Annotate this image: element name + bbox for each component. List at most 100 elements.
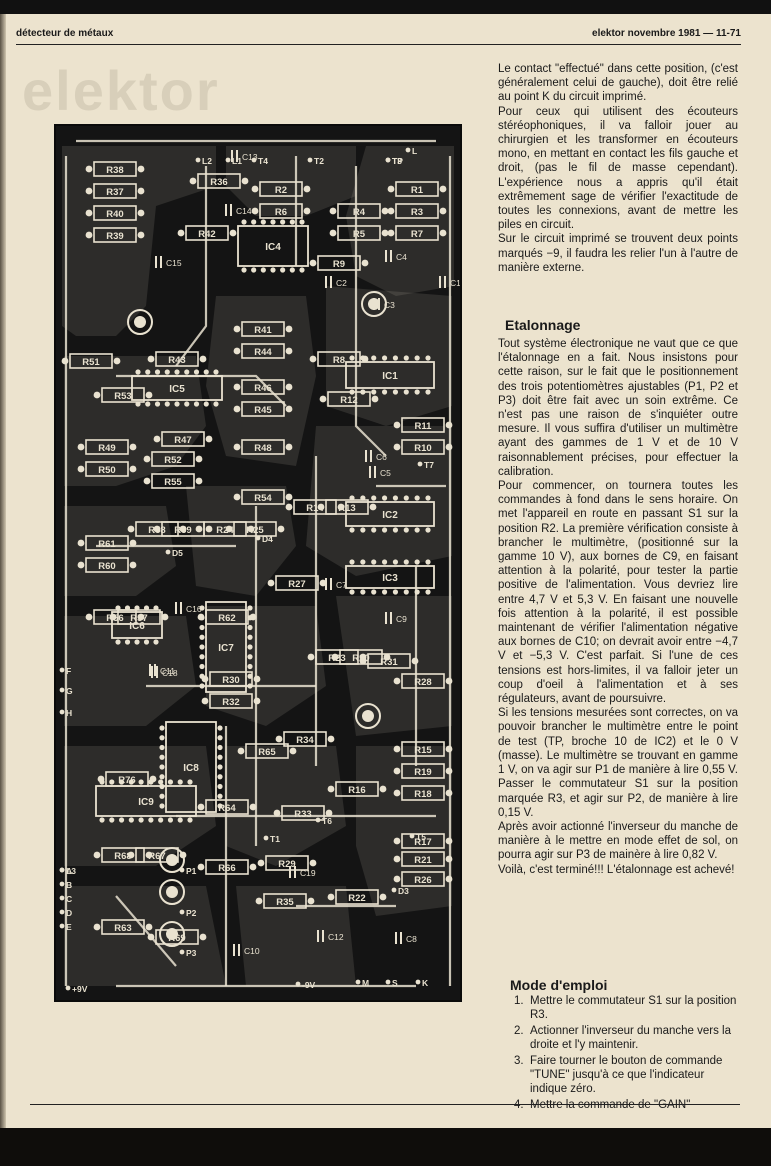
resistor-label: R11 — [415, 421, 433, 432]
solder-pad — [179, 867, 185, 873]
ic-pin — [128, 817, 134, 823]
solder-pad — [85, 231, 93, 239]
ic-pin — [289, 219, 295, 225]
solder-pad — [145, 391, 153, 399]
ic-pin — [184, 369, 190, 375]
resistor-label: R33 — [294, 809, 311, 820]
paragraph: Voilà, c'est terminé!!! L'étalonnage est… — [498, 863, 735, 876]
copper-area — [336, 596, 452, 736]
ic-pin — [217, 754, 223, 760]
ic-pin — [145, 369, 151, 375]
resistor-label: R16 — [348, 785, 365, 796]
ic-outline — [205, 601, 247, 693]
solder-pad — [205, 525, 213, 533]
solder-pad — [445, 421, 453, 429]
pcb-pad-label: F — [66, 666, 71, 676]
paragraph: Sur le circuit imprimé se trouvent deux … — [498, 233, 738, 274]
resistor-label: R66 — [218, 863, 235, 874]
capacitor-label: C19 — [300, 868, 316, 878]
ic-pin — [392, 495, 399, 501]
resistor-outline — [155, 351, 199, 367]
pcb-pad-label: +9V — [72, 984, 88, 994]
solder-pad — [393, 745, 401, 753]
resistor-label: R44 — [254, 347, 272, 358]
ic-outline — [345, 361, 435, 389]
ic-pin — [138, 817, 144, 823]
text-column-etalonnage: Tout système électronique ne vaut que ce… — [498, 337, 738, 877]
solder-pad — [387, 185, 395, 193]
pcb-pad-label: G — [66, 686, 73, 696]
solder-pad — [127, 525, 135, 533]
resistor-outline — [93, 609, 137, 625]
ic-pin — [153, 639, 159, 645]
header-section-title: détecteur de métaux — [16, 28, 114, 39]
ic-pin — [174, 401, 180, 407]
trimmer-center — [134, 316, 146, 328]
solder-pad — [233, 405, 241, 413]
capacitor-label: C10 — [244, 946, 260, 956]
ic-pin — [184, 401, 190, 407]
solder-pad — [255, 535, 261, 541]
solder-pad — [285, 443, 293, 451]
resistor-label: R45 — [254, 405, 272, 416]
list-item: 4.Mettre la commande de "GAIN" — [512, 1098, 738, 1112]
capacitor-label: C7 — [336, 580, 347, 590]
ic-pin — [135, 369, 141, 375]
resistor-label: R8 — [333, 355, 345, 366]
ic-pin — [381, 355, 388, 361]
ic-pin — [115, 605, 121, 611]
solder-pad — [251, 157, 257, 163]
solder-pad — [393, 855, 401, 863]
ic-pin — [134, 605, 140, 611]
ic-pin — [247, 683, 253, 689]
capacitor-label: C3 — [384, 300, 395, 310]
solder-pad — [393, 677, 401, 685]
resistor-label: R15 — [414, 745, 432, 756]
ic-pin — [203, 369, 209, 375]
ic-pin — [403, 389, 409, 395]
solder-pad — [129, 465, 137, 473]
solder-pad — [285, 503, 293, 511]
solder-pad — [307, 653, 315, 661]
solder-pad — [137, 231, 145, 239]
ic-pin — [174, 369, 180, 375]
solder-pad — [329, 229, 337, 237]
resistor-outline — [101, 847, 145, 863]
ic-pin — [217, 764, 223, 770]
solder-pad — [393, 767, 401, 775]
ic-pin — [299, 219, 305, 225]
ic-pin — [124, 639, 131, 645]
resistor-label: R76 — [118, 775, 135, 786]
solder-pad — [285, 493, 293, 501]
ic-pin — [164, 401, 170, 407]
resistor-label: R61 — [98, 539, 116, 550]
solder-pad — [253, 675, 261, 683]
header-journal-info: elektor novembre 1981 — 11-71 — [592, 28, 741, 39]
solder-pad — [379, 893, 387, 901]
list-item-text: Actionner l'inverseur du manche vers la … — [530, 1025, 731, 1051]
resistor-outline — [401, 673, 445, 689]
trimmer-outline — [159, 921, 185, 947]
resistor-label: R3 — [411, 207, 423, 218]
solder-pad — [145, 851, 153, 859]
capacitor-label: C13 — [242, 152, 258, 162]
list-item-text: Mettre la commande de "GAIN" — [530, 1099, 691, 1111]
resistor-outline — [241, 489, 285, 505]
resistor-outline — [233, 521, 277, 537]
solder-pad — [195, 477, 203, 485]
resistor-label: R2 — [275, 185, 287, 196]
pcb-pad-label: T7 — [424, 460, 434, 470]
pcb-pad-label: L3 — [66, 866, 76, 876]
solder-pad — [249, 863, 257, 871]
ic-outline — [131, 375, 223, 401]
solder-pad — [205, 435, 213, 443]
solder-pad — [393, 875, 401, 883]
ic-pin — [381, 589, 388, 595]
resistor-label: R21 — [414, 855, 432, 866]
ic-pin — [109, 779, 115, 785]
solder-pad — [319, 395, 327, 403]
resistor-outline — [325, 499, 369, 515]
page-fold-shadow — [0, 14, 6, 1128]
ic-pin — [251, 219, 257, 225]
